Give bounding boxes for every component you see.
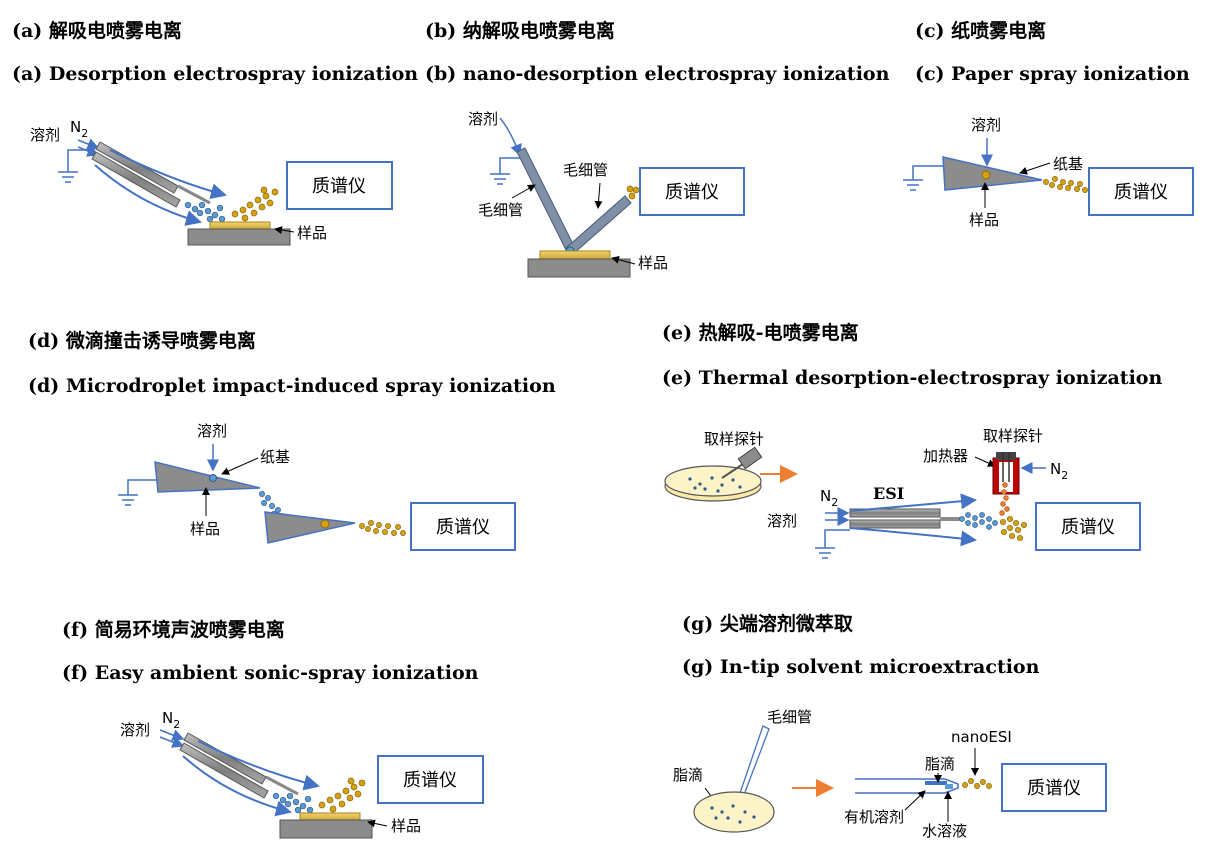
- panel-d-title-en: (d) Microdroplet impact-induced spray io…: [28, 375, 556, 397]
- sprayer-tube: [179, 732, 299, 799]
- ground-icon: [490, 157, 520, 185]
- lipid-dish: [693, 791, 775, 833]
- mass-spectrometer-box: [1035, 502, 1141, 551]
- panel-f-gas-label: N2: [162, 709, 180, 731]
- mass-spectrometer-box: [639, 167, 745, 216]
- panel-c: (c) 纸喷雾电离 (c) Paper spray ionization 溶剂 …: [903, 19, 1194, 229]
- ion-droplets: [318, 777, 366, 813]
- panel-d-ms-label: 质谱仪: [436, 517, 490, 538]
- panel-g-lipid-left-label: 脂滴: [673, 766, 703, 784]
- panel-a-solvent-label: 溶剂: [30, 126, 60, 144]
- ground-icon: [815, 529, 850, 559]
- panel-f-ms-label: 质谱仪: [403, 770, 457, 791]
- panel-c-solvent-label: 溶剂: [971, 116, 1001, 134]
- panel-c-title-cn: (c) 纸喷雾电离: [915, 19, 1046, 42]
- esi-sprayer: [849, 508, 960, 529]
- panel-g-title-en: (g) In-tip solvent microextraction: [682, 656, 1040, 678]
- panel-f-title-cn: (f) 简易环境声波喷雾电离: [62, 618, 285, 641]
- ion-droplets: [1043, 176, 1088, 193]
- panel-a-sample-label: 样品: [297, 224, 327, 242]
- ion-droplets: [359, 520, 406, 536]
- panel-a-gas-label: N2: [70, 118, 88, 140]
- panel-a: (a) 解吸电喷雾电离 (a) Desorption electrospray …: [12, 19, 418, 246]
- panel-a-title-en: (a) Desorption electrospray ionization: [12, 63, 418, 85]
- panel-e: (e) 热解吸-电喷雾电离 (e) Thermal desorption-ele…: [662, 321, 1162, 559]
- panel-e-solvent-label: 溶剂: [767, 512, 797, 530]
- mass-spectrometer-box: [1001, 763, 1107, 812]
- panel-b-ms-label: 质谱仪: [665, 182, 719, 203]
- panel-g-title-cn: (g) 尖端溶剂微萃取: [682, 612, 853, 635]
- sample-plate: [187, 228, 291, 246]
- panel-b-capillary-left-label: 毛细管: [478, 201, 523, 219]
- panel-e-ms-label: 质谱仪: [1061, 517, 1115, 538]
- lipid-droplets: [688, 476, 742, 493]
- panel-c-paper-label: 纸基: [1053, 155, 1083, 173]
- mass-spectrometer-box: [377, 755, 484, 804]
- mass-spectrometer-box: [286, 161, 393, 210]
- panel-a-title-cn: (a) 解吸电喷雾电离: [12, 19, 182, 42]
- panel-g: (g) 尖端溶剂微萃取 (g) In-tip solvent microextr…: [673, 612, 1107, 840]
- panel-e-gas-left-label: N2: [820, 487, 838, 509]
- paper-substrate-lower: [264, 511, 356, 544]
- panel-e-title-en: (e) Thermal desorption-electrospray ioni…: [662, 367, 1162, 389]
- panel-f-solvent-label: 溶剂: [120, 721, 150, 739]
- panel-d: (d) 微滴撞击诱导喷雾电离 (d) Microdroplet impact-i…: [28, 329, 556, 551]
- mass-spectrometer-box: [410, 502, 516, 551]
- panel-g-ms-label: 质谱仪: [1027, 778, 1081, 799]
- heater-block: [992, 452, 1020, 495]
- ion-droplets: [962, 778, 992, 789]
- panel-a-ms-label: 质谱仪: [312, 176, 366, 197]
- panel-c-title-en: (c) Paper spray ionization: [915, 63, 1190, 85]
- sample-plate: [279, 819, 373, 839]
- panel-b-title-cn: (b) 纳解吸电喷雾电离: [425, 19, 615, 42]
- mass-spectrometer-box: [1088, 167, 1194, 216]
- ground-icon: [903, 165, 945, 191]
- extraction-tip: [855, 778, 959, 794]
- panel-d-title-cn: (d) 微滴撞击诱导喷雾电离: [28, 329, 256, 352]
- panel-b: (b) 纳解吸电喷雾电离 (b) nano-desorption electro…: [425, 19, 890, 278]
- spray-droplets: [184, 201, 226, 223]
- panel-b-solvent-label: 溶剂: [468, 110, 498, 128]
- ion-droplets: [231, 186, 279, 222]
- panel-d-solvent-label: 溶剂: [197, 422, 227, 440]
- ground-icon: [118, 479, 158, 506]
- sample-plate: [527, 258, 631, 278]
- spray-droplets: [959, 512, 998, 530]
- panel-b-capillary-right-label: 毛细管: [563, 161, 608, 179]
- panel-b-sample-label: 样品: [638, 254, 668, 272]
- panel-e-gas-right-label: N2: [1050, 460, 1068, 482]
- panel-e-probe-left-label: 取样探针: [704, 430, 764, 448]
- panel-d-sample-label: 样品: [190, 520, 220, 538]
- panel-g-nanoesi-label: nanoESI: [951, 728, 1012, 746]
- panel-e-esi-label: ESI: [873, 484, 904, 503]
- panel-e-probe-right-label: 取样探针: [983, 427, 1043, 445]
- panel-c-sample-label: 样品: [969, 211, 999, 229]
- panel-g-organic-label: 有机溶剂: [844, 808, 904, 826]
- panel-c-ms-label: 质谱仪: [1114, 182, 1168, 203]
- panel-f-title-en: (f) Easy ambient sonic-spray ionization: [62, 662, 479, 684]
- desorbed-droplets: [999, 482, 1010, 516]
- paper-substrate: [942, 156, 1043, 191]
- ion-droplets: [626, 185, 640, 200]
- lipid-droplets: [710, 804, 756, 824]
- panel-e-heater-label: 加热器: [923, 447, 968, 465]
- paper-substrate-upper: [154, 461, 261, 493]
- spray-droplets: [272, 792, 314, 814]
- panel-g-capillary-label: 毛细管: [767, 708, 812, 726]
- sprayer-tube: [91, 141, 211, 208]
- panel-f-sample-label: 样品: [391, 817, 421, 835]
- panel-e-title-cn: (e) 热解吸-电喷雾电离: [662, 321, 859, 344]
- panel-b-title-en: (b) nano-desorption electrospray ionizat…: [425, 63, 890, 85]
- capillary: [738, 725, 770, 802]
- panel-g-aqueous-label: 水溶液: [922, 822, 967, 840]
- ion-droplets: [999, 515, 1028, 542]
- panel-g-lipid-right-label: 脂滴: [925, 755, 955, 773]
- panel-d-paper-label: 纸基: [260, 448, 290, 466]
- ground-icon: [58, 149, 95, 183]
- panel-f: (f) 简易环境声波喷雾电离 (f) Easy ambient sonic-sp…: [62, 618, 484, 839]
